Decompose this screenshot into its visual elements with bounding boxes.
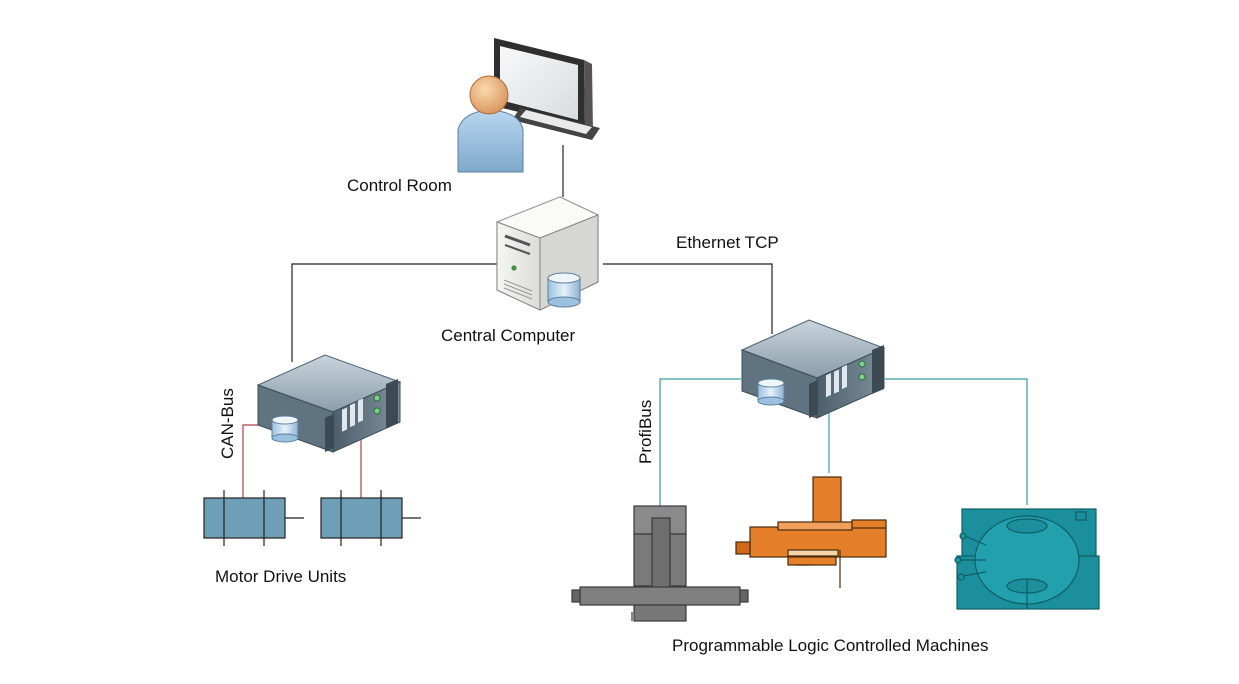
profibus-connections: [659, 378, 1028, 507]
ethernet-tcp-label: Ethernet TCP: [676, 233, 779, 252]
profibus-label: ProfiBus: [636, 400, 655, 464]
profibus-link-right: [885, 378, 1028, 505]
plc-machines-label: Programmable Logic Controlled Machines: [672, 636, 989, 655]
ethernet-connections: [291, 145, 773, 362]
ethernet-link-right: [603, 263, 773, 334]
rack-server-right: [740, 319, 886, 419]
motor-drive-left: [203, 490, 304, 546]
workstation-user-icon: [457, 38, 600, 173]
drill-press-machine-icon: [571, 505, 749, 622]
press-machine-icon: [954, 508, 1100, 610]
tower-server-icon: [495, 196, 600, 311]
rack-server-left: [256, 354, 402, 453]
can-bus-label: CAN-Bus: [218, 388, 237, 459]
can-link-left: [242, 424, 271, 498]
profibus-link-left: [659, 378, 741, 507]
milling-machine-icon: [735, 476, 887, 588]
motor-drive-right: [320, 490, 421, 546]
central-computer-label: Central Computer: [441, 326, 576, 345]
ethernet-link-left: [291, 263, 497, 362]
control-room-label: Control Room: [347, 176, 452, 195]
motor-drive-units-label: Motor Drive Units: [215, 567, 346, 586]
